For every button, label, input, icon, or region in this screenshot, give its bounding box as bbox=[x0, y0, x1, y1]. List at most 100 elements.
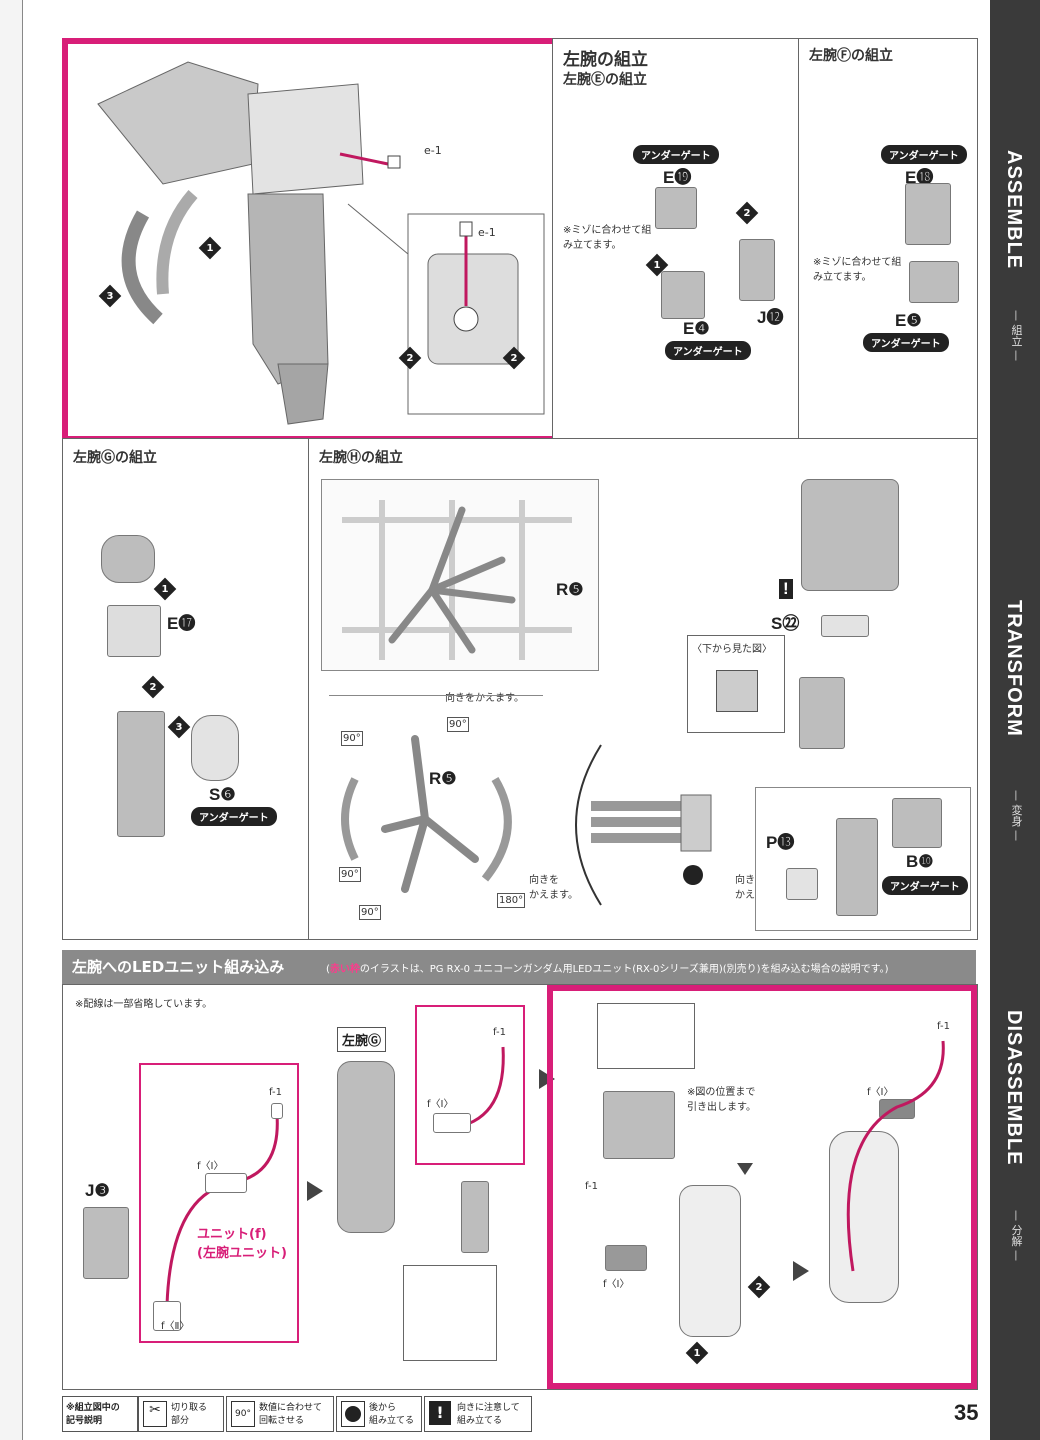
runner-box: R❺ bbox=[321, 479, 599, 671]
connector-fII bbox=[153, 1301, 181, 1331]
part-e19-shape bbox=[655, 187, 697, 229]
legend-cut-text: 切り取る 部分 bbox=[171, 1403, 208, 1426]
arm-g-label: 左腕Ⓖ bbox=[337, 1027, 387, 1052]
groove-note: ※ミゾに合わせて組み立てます。 bbox=[813, 257, 902, 283]
fist-shape bbox=[799, 677, 845, 749]
panel-top-left: e-1 e-1 1 3 2 2 bbox=[62, 38, 558, 442]
connector-f1-a bbox=[271, 1103, 283, 1119]
sidebar-disassemble-sub: — 分解 — bbox=[1010, 1210, 1023, 1261]
step-2-marker: 2 bbox=[735, 201, 759, 225]
arm-shape-c bbox=[829, 1131, 899, 1303]
omit-note: ※配線は一部省略しています。 bbox=[75, 999, 213, 1010]
connector-fI-c bbox=[605, 1245, 647, 1271]
gate-badge-bottom: アンダーゲート bbox=[665, 341, 751, 360]
part-b10: B❿ bbox=[906, 852, 934, 871]
part-r5-a: R❺ bbox=[556, 580, 584, 599]
part-s6: S❻ bbox=[209, 785, 236, 804]
legend-back-text: 後から 組み立てる bbox=[369, 1403, 415, 1426]
arm-shape-a bbox=[603, 1091, 675, 1159]
label-f1-a: f-1 bbox=[269, 1087, 282, 1098]
gate-badge-bottom: アンダーゲート bbox=[863, 333, 949, 352]
left-page-edge bbox=[0, 0, 23, 1440]
elbow-joint-shape bbox=[101, 535, 155, 583]
part-s22-shape bbox=[821, 615, 869, 637]
part-p13-shape bbox=[786, 868, 818, 900]
step-3-marker: 3 bbox=[167, 715, 191, 739]
label-f1-c: f-1 bbox=[585, 1181, 598, 1192]
detail-box bbox=[403, 1265, 497, 1361]
f1-wire bbox=[456, 1046, 505, 1129]
gate-badge-top: アンダーゲート bbox=[881, 145, 967, 164]
led-install-box: ※図の位置まで 引き出します。 f-1 f〈Ⅰ〉 2 1 f-1 f〈Ⅰ〉 bbox=[547, 985, 977, 1389]
label-e1-a: e-1 bbox=[424, 144, 442, 157]
deg-label-3: 90° bbox=[339, 867, 361, 882]
sidebar-assemble-sub: — 組立 — bbox=[1010, 310, 1023, 361]
legend-rotate-text: 数値に合わせて 回転させる bbox=[259, 1403, 323, 1426]
part-e17: E⓱ bbox=[167, 614, 196, 633]
legend-heading: ※組立図中の 記号説明 bbox=[62, 1396, 138, 1432]
page-number: 35 bbox=[954, 1400, 979, 1425]
led-section-header: 左腕へのLEDユニット組み込み (赤い枠のイラストは、PG RX-0 ユニコーン… bbox=[62, 950, 976, 984]
part-s6-shape bbox=[191, 715, 239, 781]
nipper-icon: ✂ bbox=[143, 1401, 167, 1427]
label-fI-d: f〈Ⅰ〉 bbox=[867, 1087, 894, 1098]
part-e18-shape bbox=[905, 183, 951, 245]
legend-item-back: 後から 組み立てる bbox=[336, 1396, 422, 1432]
part-e5: E❺ bbox=[895, 311, 922, 330]
rotate-icon: 90° bbox=[231, 1401, 255, 1427]
deg-label-1: 90° bbox=[341, 731, 363, 746]
hand-rotation-illustration bbox=[341, 735, 512, 893]
legend-item-cut: ✂ 切り取る 部分 bbox=[138, 1396, 224, 1432]
led-section-title: 左腕へのLEDユニット組み込み bbox=[72, 958, 285, 976]
pull-detail-box bbox=[597, 1003, 695, 1069]
part-e19: E⓳ bbox=[663, 168, 692, 187]
divider-line bbox=[329, 695, 543, 696]
caution-icon: ! bbox=[779, 579, 793, 599]
label-fI-c: f〈Ⅰ〉 bbox=[603, 1279, 630, 1290]
sidebar-assemble: ASSEMBLE bbox=[1003, 150, 1025, 270]
assembly-subbox: P⓭ B❿ アンダーゲート bbox=[755, 787, 971, 931]
f1-box: f-1 f〈Ⅰ〉 bbox=[415, 1005, 525, 1165]
arrow-right-c bbox=[793, 1261, 809, 1281]
note-red: 赤い枠 bbox=[329, 964, 360, 975]
connector-fI-a bbox=[205, 1173, 247, 1193]
part-r5-b: R❺ bbox=[429, 769, 457, 788]
legend-heading-text: ※組立図中の 記号説明 bbox=[66, 1403, 120, 1426]
part-b10-shape bbox=[892, 798, 942, 848]
sidebar-transform-sub: — 変身 — bbox=[1010, 790, 1023, 841]
legend-item-rotate: 90° 数値に合わせて 回転させる bbox=[226, 1396, 334, 1432]
part-e18: E⓲ bbox=[905, 168, 934, 187]
led-section-note: (赤い枠のイラストは、PG RX-0 ユニコーンガンダム用LEDユニット(RX-… bbox=[326, 960, 888, 975]
part-s22: S㉒ bbox=[771, 614, 800, 633]
arm-g-shape bbox=[337, 1061, 395, 1233]
arm-bracket-shape bbox=[461, 1181, 489, 1253]
note-open: ( bbox=[326, 964, 330, 975]
panel-arm-f: 左腕Ⓕの組立 アンダーゲート E⓲ ※ミゾに合わせて組み立てます。 E❺ アンダ… bbox=[798, 38, 978, 440]
panel-arm-g: 左腕Ⓖの組立 1 E⓱ 2 3 S❻ アンダーゲート bbox=[62, 438, 310, 940]
back-icon bbox=[341, 1401, 365, 1427]
groove-note: ※ミゾに合わせて組み立てます。 bbox=[563, 225, 652, 251]
turn-note: 向きをかえます。 bbox=[445, 693, 524, 704]
part-e17-shape bbox=[107, 605, 161, 657]
panel-arm-h: 左腕Ⓗの組立 R❺ 向きをかえます。 R❺ 90° 90° 90° 90° bbox=[308, 438, 978, 940]
runner-illustration bbox=[342, 500, 572, 660]
forearm-shape bbox=[117, 711, 165, 837]
label-fI-a: f〈Ⅰ〉 bbox=[197, 1161, 224, 1172]
pull-note: ※図の位置まで 引き出します。 bbox=[687, 1087, 756, 1113]
step-2-marker: 2 bbox=[141, 675, 165, 699]
panel-arm-e: 左腕の組立 左腕Ⓔの組立 アンダーゲート E⓳ ※ミゾに合わせて組み立てます。 … bbox=[552, 38, 800, 440]
arm-f-title: 左腕Ⓕの組立 bbox=[809, 48, 893, 64]
part-e4: E❹ bbox=[683, 319, 710, 338]
part-p13: P⓭ bbox=[766, 833, 795, 852]
led-unit-box: f-1 f〈Ⅰ〉 ユニット(f) (左腕ユニット) f〈Ⅱ〉 bbox=[139, 1063, 299, 1343]
gate-badge: アンダーゲート bbox=[191, 807, 277, 826]
note-rest: のイラストは、PG RX-0 ユニコーンガンダム用LEDユニット(RX-0シリー… bbox=[359, 964, 889, 975]
gate-badge-top: アンダーゲート bbox=[633, 145, 719, 164]
legend-item-caution: ! 向きに注意して 組み立てる bbox=[424, 1396, 532, 1432]
label-fI-b: f〈Ⅰ〉 bbox=[427, 1099, 454, 1110]
part-e5-shape bbox=[909, 261, 959, 303]
led-section-body: ※配線は一部省略しています。 J❸ f-1 f〈Ⅰ〉 ユニット(f) (左腕ユニ… bbox=[62, 984, 978, 1390]
installed-wire bbox=[846, 1040, 945, 1272]
deg-label-2: 90° bbox=[447, 717, 469, 732]
unit-label: ユニット(f) (左腕ユニット) bbox=[197, 1227, 287, 1261]
